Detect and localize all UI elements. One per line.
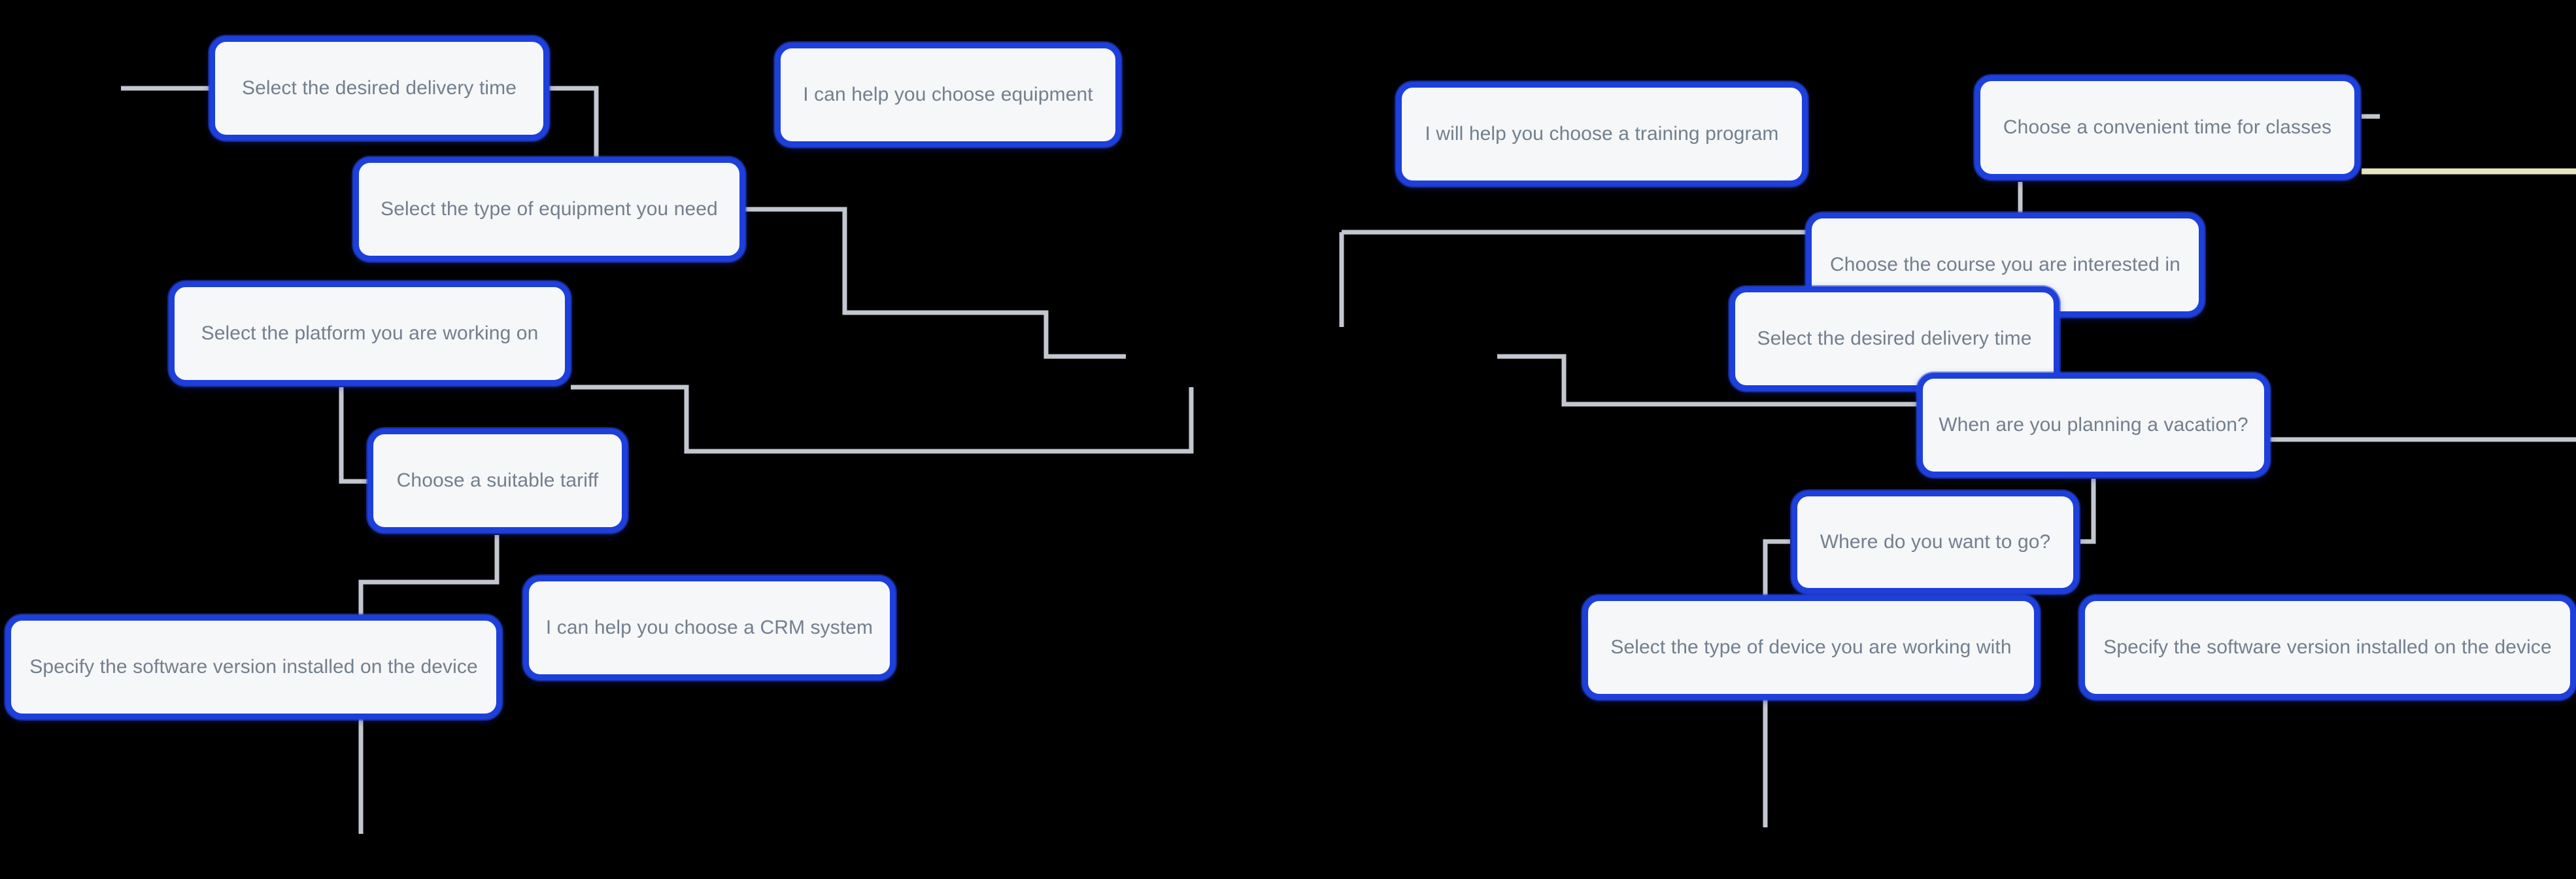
- flow-node-label: Specify the software version installed o…: [29, 656, 478, 678]
- flow-node-label: I will help you choose a training progra…: [1425, 123, 1779, 145]
- flow-node[interactable]: I will help you choose a training progra…: [1396, 82, 1808, 186]
- flow-node-label: When are you planning a vacation?: [1939, 414, 2248, 436]
- flow-edge: [747, 207, 1126, 359]
- flow-node[interactable]: I can help you choose equipment: [775, 43, 1121, 147]
- flow-node[interactable]: Select the desired delivery time: [1729, 286, 2059, 391]
- flow-node-label: I can help you choose a CRM system: [545, 617, 873, 638]
- flow-node-label: Where do you want to go?: [1820, 531, 2051, 553]
- flow-node-label: Choose the course you are interested in: [1830, 254, 2180, 275]
- flow-edge: [339, 387, 367, 484]
- flow-node[interactable]: Choose a convenient time for classes: [1974, 75, 2360, 180]
- flow-node-label: Select the desired delivery time: [241, 77, 517, 99]
- flow-edge: [2080, 479, 2096, 544]
- flow-node-label: Select the type of device you are workin…: [1610, 636, 2012, 658]
- flow-node-label: I can help you choose equipment: [803, 84, 1093, 105]
- flow-node[interactable]: I can help you choose a CRM system: [523, 576, 896, 680]
- flow-node[interactable]: Specify the software version installed o…: [2079, 595, 2576, 700]
- flow-node-label: Choose a convenient time for classes: [2003, 116, 2332, 138]
- flow-node[interactable]: Select the desired delivery time: [209, 36, 549, 141]
- flow-node[interactable]: Select the type of device you are workin…: [1582, 595, 2040, 700]
- flow-node[interactable]: Specify the software version installed o…: [5, 615, 502, 719]
- flow-node-label: Select the desired delivery time: [1757, 328, 2032, 349]
- flow-edge: [571, 385, 1194, 454]
- flow-node-label: Choose a suitable tariff: [396, 470, 599, 491]
- flow-node[interactable]: Select the platform you are working on: [169, 281, 571, 386]
- flow-node[interactable]: Select the type of equipment you need: [353, 157, 745, 262]
- flow-node[interactable]: When are you planning a vacation?: [1917, 373, 2270, 477]
- flow-node[interactable]: Where do you want to go?: [1791, 491, 2079, 594]
- flow-node-label: Specify the software version installed o…: [2103, 636, 2552, 658]
- flow-node[interactable]: Choose a suitable tariff: [367, 428, 628, 533]
- flow-node-label: Select the type of equipment you need: [381, 198, 718, 220]
- flow-node-label: Select the platform you are working on: [201, 322, 539, 344]
